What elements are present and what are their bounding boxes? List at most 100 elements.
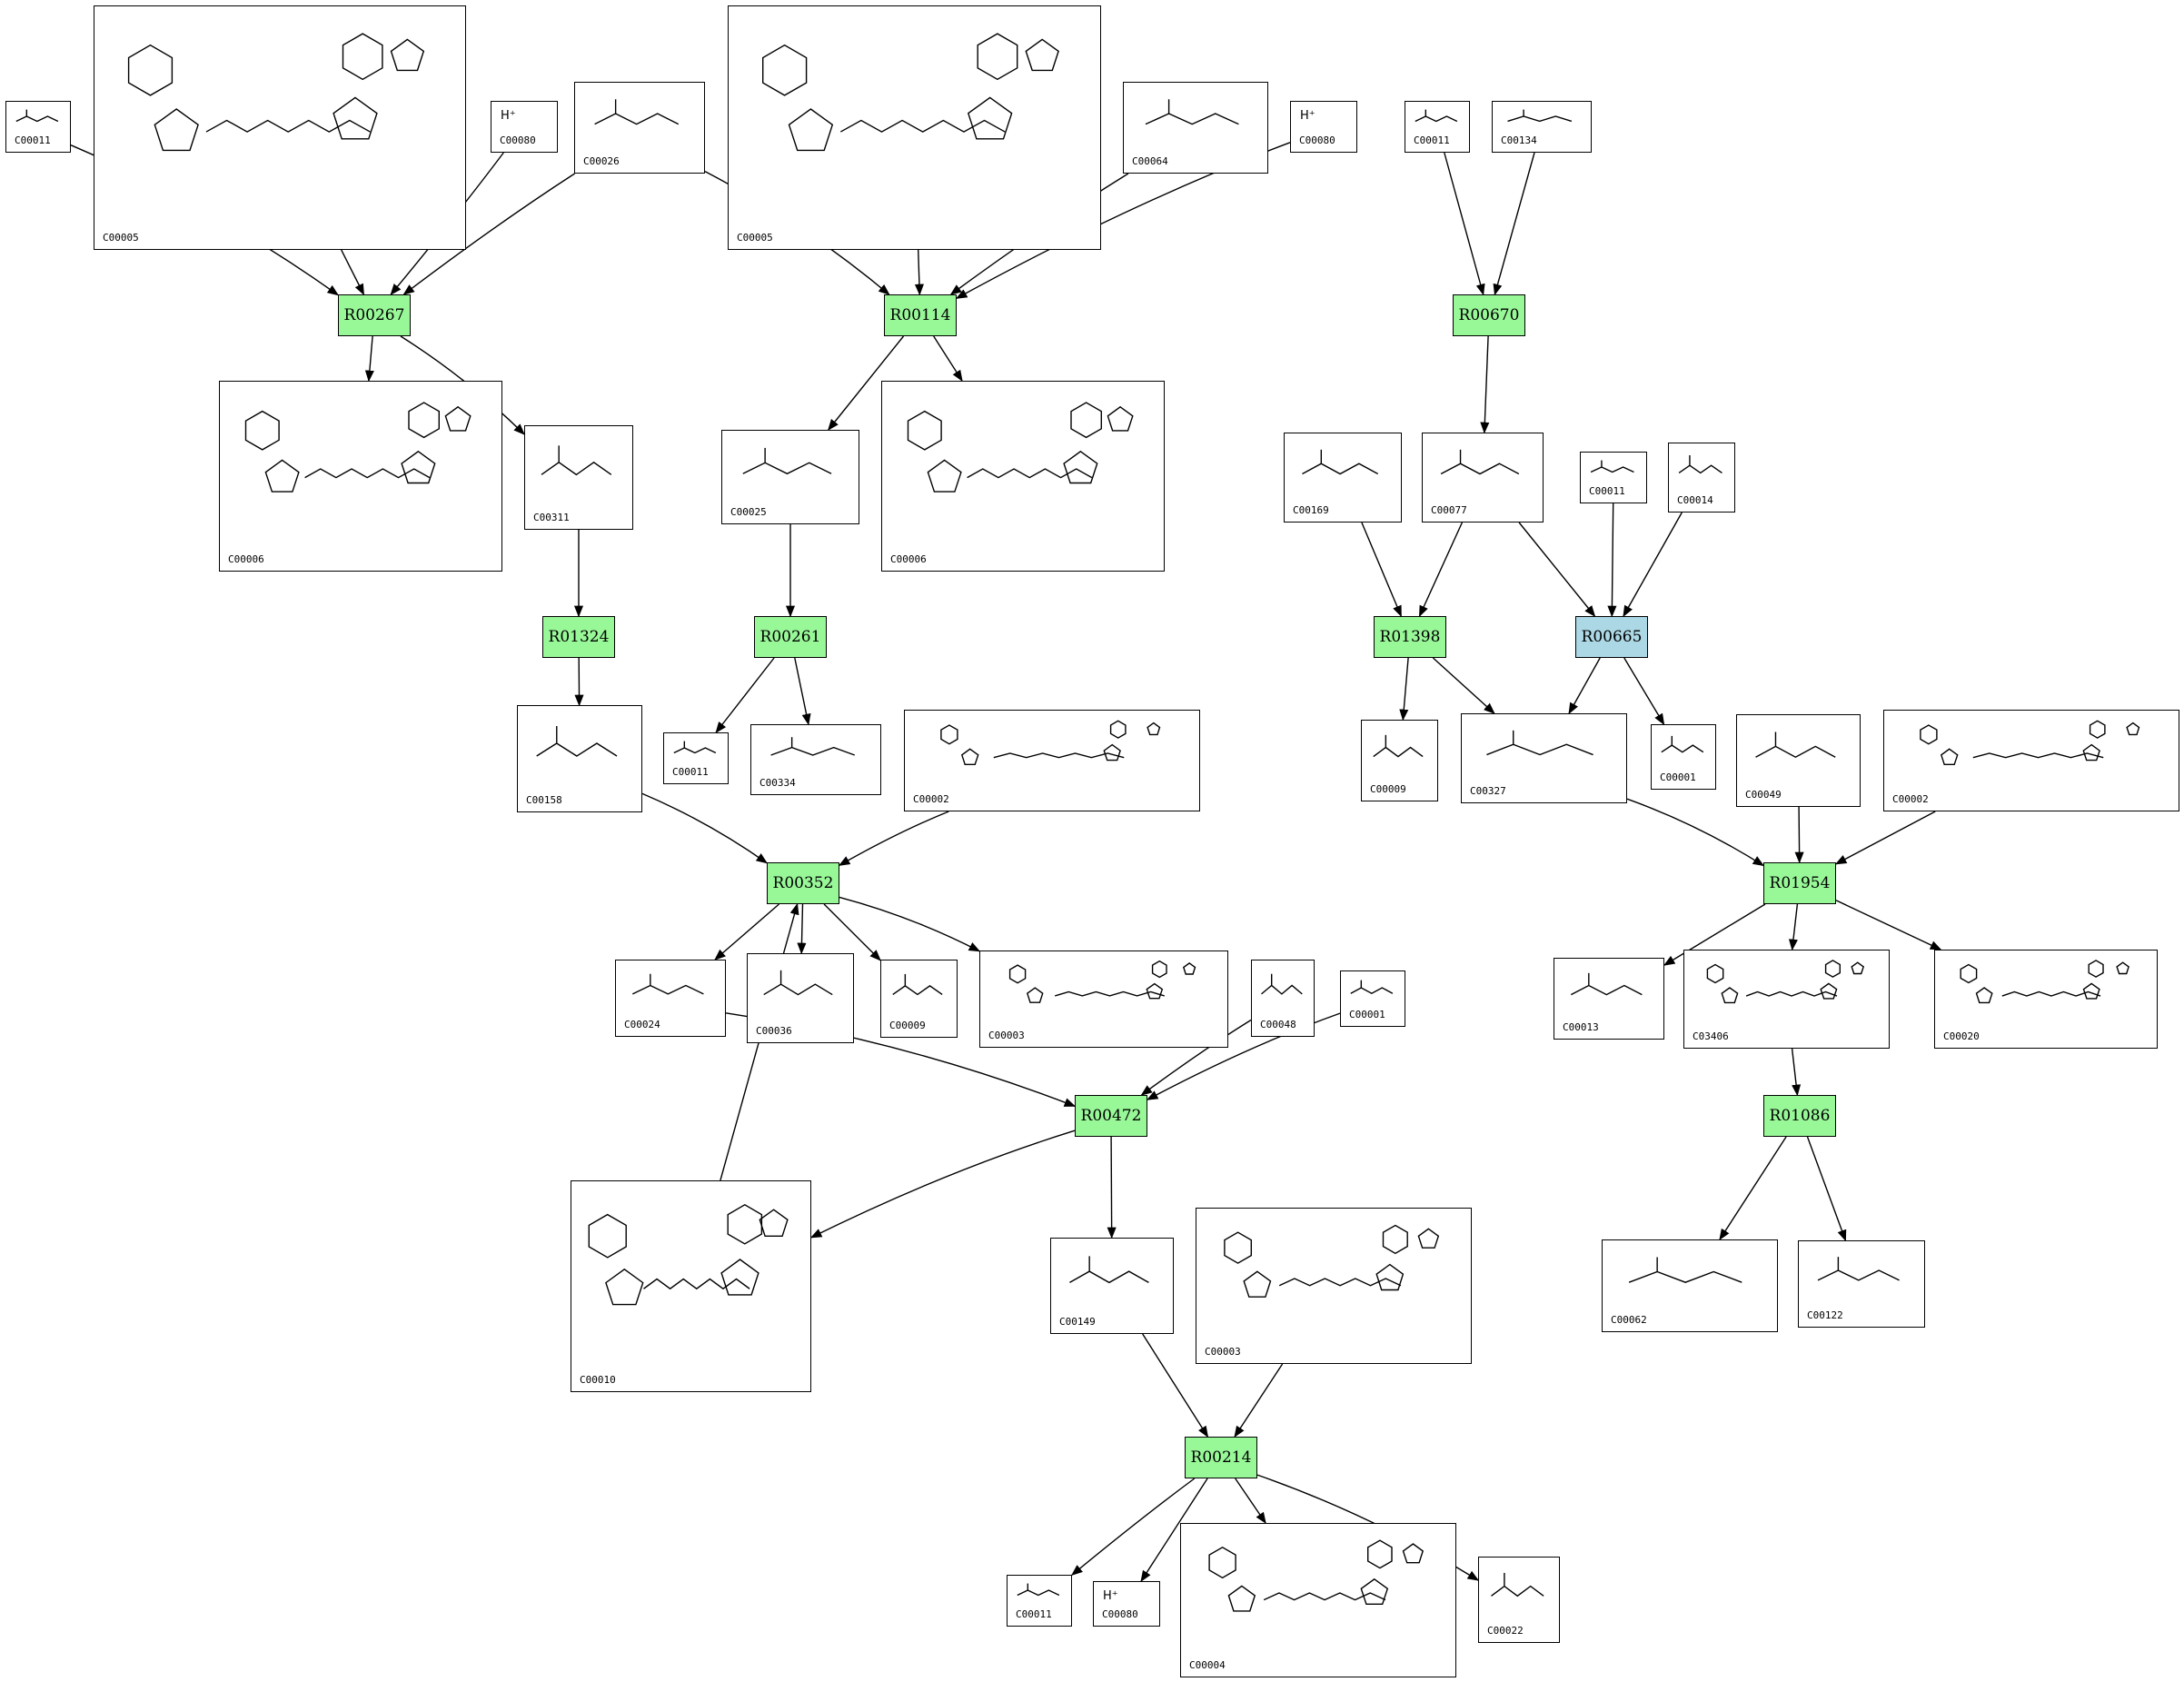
edge-R00214-to-c00004 [1235,1478,1266,1525]
reaction-r00267[interactable]: R00267 [338,294,411,336]
compound-c00011[interactable]: C00011 [1580,452,1647,503]
reaction-r01086[interactable]: R01086 [1763,1095,1836,1137]
compound-c00077[interactable]: C00077 [1422,433,1544,523]
compound-c00001[interactable]: C00001 [1340,970,1405,1027]
compound-c00013[interactable]: C00013 [1554,958,1664,1040]
edge-R00670-to-c00077 [1480,335,1490,434]
reaction-r00352[interactable]: R00352 [767,862,839,904]
compound-id-label: C00001 [1660,771,1696,783]
structure-drawing [127,33,425,152]
compound-id-label: C00022 [1487,1625,1524,1637]
compound-id-label: C00064 [1132,155,1168,167]
compound-c00001[interactable]: C00001 [1651,724,1716,790]
compound-c00080[interactable]: H⁺C00080 [491,101,558,153]
compound-c00134[interactable]: C00134 [1492,101,1592,153]
structure-drawing [594,99,680,125]
compound-id-label: C00062 [1611,1314,1647,1326]
compound-c00002[interactable]: C00002 [1883,710,2179,811]
compound-c00020[interactable]: C00020 [1934,950,2158,1049]
compound-c00080[interactable]: H⁺C00080 [1093,1581,1160,1627]
edge-c00026-to-R00267 [402,173,575,295]
structure-drawing [1224,1224,1440,1298]
compound-id-label: C00005 [103,232,139,244]
compound-c00064[interactable]: C00064 [1123,82,1268,174]
compound-id-label: C00048 [1260,1019,1296,1030]
edge-R00214-to-c00011_e [1071,1478,1196,1577]
compound-c00149[interactable]: C00149 [1050,1238,1174,1334]
compound-c00005[interactable]: C00005 [728,5,1101,250]
reaction-r00665[interactable]: R00665 [1575,616,1648,658]
compound-id-label: C00009 [889,1020,926,1031]
structure-drawing [1373,734,1424,758]
structure-drawing [1415,109,1458,123]
compound-c00011[interactable]: C00011 [1405,101,1470,153]
structure-drawing [1491,1572,1544,1597]
edge-R00267-to-c00006_a [364,335,374,383]
structure-drawing [673,741,717,754]
edge-R01398-to-c00009_a [1399,657,1409,722]
compound-id-label: C00004 [1189,1659,1226,1671]
reaction-r00472[interactable]: R00472 [1075,1095,1147,1137]
structure-drawing [1069,1256,1149,1284]
compound-id-label: C00006 [228,553,264,565]
compound-c00005[interactable]: C00005 [94,5,466,250]
compound-c00080[interactable]: H⁺C00080 [1290,101,1357,153]
compound-c00011[interactable]: C00011 [1007,1575,1072,1627]
edge-c00077-to-R01398 [1418,522,1464,618]
structure-drawing [1145,99,1239,125]
compound-c00002[interactable]: C00002 [904,710,1200,811]
structure-drawing [1590,460,1634,473]
edge-R00472-to-c00010 [809,1130,1076,1239]
compound-c00062[interactable]: C00062 [1602,1239,1778,1332]
edge-c00327-to-R01954 [1626,798,1765,867]
formula-label: H⁺ [1300,109,1315,123]
edge-c00005_b-to-R00114 [914,249,924,296]
compound-c00011[interactable]: C00011 [5,101,71,153]
compound-id-label: C00122 [1807,1309,1843,1321]
compound-c00014[interactable]: C00014 [1668,443,1735,513]
structure-drawing [1755,732,1836,758]
formula-label: H⁺ [501,109,516,123]
structure-drawing [762,33,1059,152]
compound-c00011[interactable]: C00011 [663,732,729,784]
reaction-r01398[interactable]: R01398 [1374,616,1446,658]
compound-c00024[interactable]: C00024 [615,960,726,1037]
compound-id-label: C00036 [756,1025,792,1037]
compound-c03406[interactable]: C03406 [1683,950,1890,1049]
compound-c00003[interactable]: C00003 [979,950,1228,1048]
compound-id-label: C03406 [1693,1030,1729,1042]
compound-c00009[interactable]: C00009 [1361,720,1438,801]
compound-id-label: C00014 [1677,494,1713,506]
compound-c00169[interactable]: C00169 [1284,433,1402,523]
compound-c00158[interactable]: C00158 [517,705,642,812]
compound-c00006[interactable]: C00006 [219,381,502,572]
compound-c00048[interactable]: C00048 [1251,960,1315,1037]
edge-c00002_a-to-R00352 [838,811,949,866]
reaction-r01324[interactable]: R01324 [542,616,615,658]
reaction-r00670[interactable]: R00670 [1453,294,1525,336]
compound-c00026[interactable]: C00026 [574,82,705,174]
compound-c00327[interactable]: C00327 [1461,713,1627,803]
compound-id-label: C00327 [1470,785,1506,797]
compound-c00022[interactable]: C00022 [1478,1557,1560,1643]
compound-c00006[interactable]: C00006 [881,381,1165,572]
compound-c00334[interactable]: C00334 [750,724,881,795]
compound-c00036[interactable]: C00036 [747,953,854,1043]
reaction-r00214[interactable]: R00214 [1185,1437,1257,1478]
compound-c00010[interactable]: C00010 [571,1180,811,1392]
compound-c00311[interactable]: C00311 [524,425,633,530]
compound-id-label: C00026 [583,155,620,167]
structure-drawing [631,973,704,995]
compound-c00122[interactable]: C00122 [1798,1240,1925,1328]
reaction-r00261[interactable]: R00261 [754,616,827,658]
reaction-r01954[interactable]: R01954 [1763,862,1836,904]
compound-c00004[interactable]: C00004 [1180,1523,1456,1677]
compound-c00003[interactable]: C00003 [1196,1208,1472,1364]
compound-id-label: C00002 [913,793,949,805]
compound-c00049[interactable]: C00049 [1736,714,1861,807]
compound-c00025[interactable]: C00025 [721,430,859,524]
edge-c00158-to-R00352 [641,792,769,864]
compound-c00009[interactable]: C00009 [880,960,958,1038]
reaction-r00114[interactable]: R00114 [884,294,957,336]
